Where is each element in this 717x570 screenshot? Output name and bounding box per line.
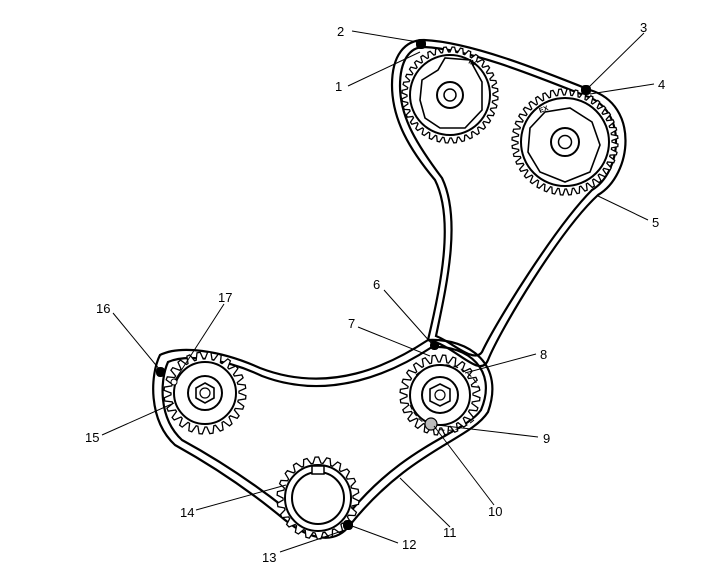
callout-5: 5 xyxy=(652,215,659,230)
callout-9: 9 xyxy=(543,431,550,446)
timing-mark-idler xyxy=(430,341,439,350)
callout-3: 3 xyxy=(640,20,647,35)
callout-4: 4 xyxy=(658,77,665,92)
idler-bolt xyxy=(424,417,438,431)
callout-17: 17 xyxy=(218,290,232,305)
intake-stamp: IN xyxy=(467,58,476,67)
callout-8: 8 xyxy=(540,347,547,362)
callout-10: 10 xyxy=(488,504,502,519)
callout-2: 2 xyxy=(337,24,344,39)
idler-sprocket xyxy=(399,354,481,436)
intake-camshaft-sprocket: IN xyxy=(401,46,499,144)
timing-marks xyxy=(156,39,591,530)
exhaust-stamp: EX xyxy=(538,105,549,115)
callout-1: 1 xyxy=(335,79,342,94)
callout-13: 13 xyxy=(262,550,276,565)
crankshaft-sprocket xyxy=(276,456,360,540)
callout-16: 16 xyxy=(96,301,110,316)
callout-7: 7 xyxy=(348,316,355,331)
timing-mark-left xyxy=(156,367,165,377)
callout-6: 6 xyxy=(373,277,380,292)
leader-lines xyxy=(101,30,655,553)
callout-14: 14 xyxy=(180,505,194,520)
callout-12: 12 xyxy=(402,537,416,552)
timing-mark-upper-left xyxy=(416,39,426,49)
callout-labels: 1 2 3 4 5 6 7 8 9 10 11 12 13 14 15 16 1… xyxy=(85,20,665,565)
callout-11: 11 xyxy=(443,525,457,540)
timing-mark-crank xyxy=(343,520,353,530)
balance-shaft-sprocket xyxy=(163,351,247,435)
callout-15: 15 xyxy=(85,430,99,445)
exhaust-camshaft-sprocket: EX xyxy=(511,88,619,196)
